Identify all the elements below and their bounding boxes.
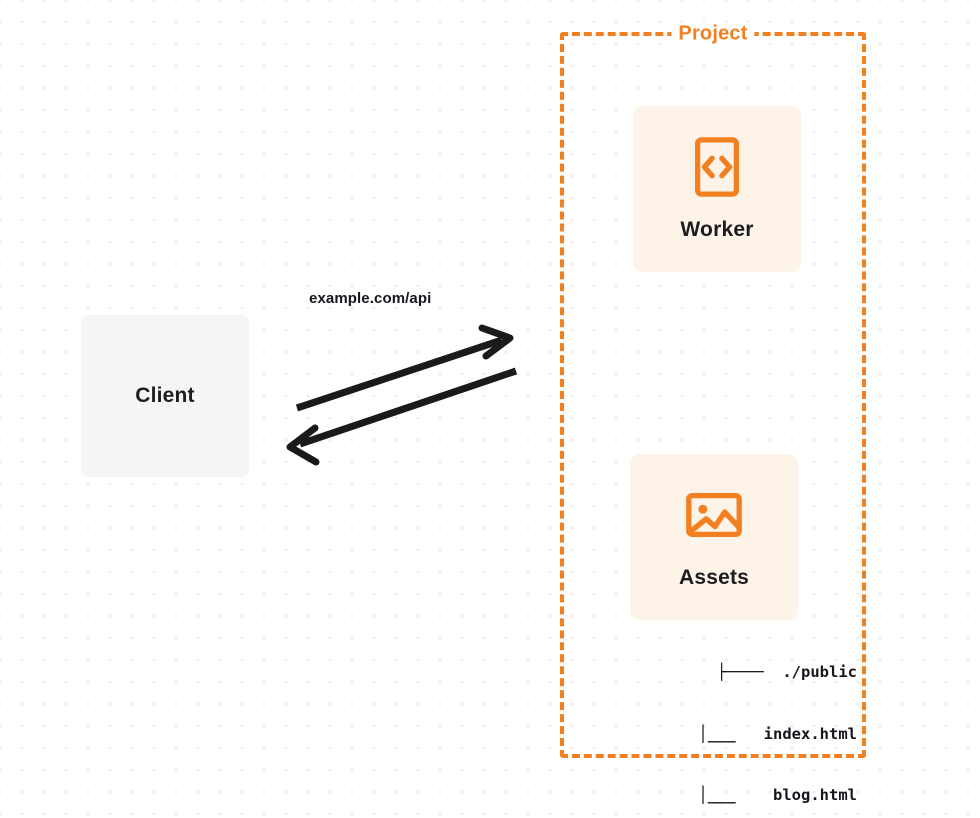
image-icon <box>686 492 742 538</box>
request-arrow <box>295 324 514 412</box>
code-brackets-icon <box>694 137 740 197</box>
file-tree-row: │___ blog.html <box>661 786 857 804</box>
client-label: Client <box>135 384 195 407</box>
response-arrow <box>286 367 518 466</box>
worker-label: Worker <box>680 218 754 241</box>
assets-label: Assets <box>678 566 750 589</box>
project-title: Project <box>671 22 755 46</box>
assets-card[interactable]: Assets <box>630 454 798 620</box>
file-tree: ├──── ./public │___ index.html │___ blog… <box>612 621 857 818</box>
client-node[interactable]: Client <box>81 315 249 477</box>
file-tree-row: │___ index.html <box>661 724 857 743</box>
connection-label: example.com/api <box>309 290 432 307</box>
project-container: Project Worker Assets ├──── ./public │__… <box>560 22 866 804</box>
worker-card[interactable]: Worker <box>633 106 801 272</box>
file-tree-row: ├──── ./public <box>717 663 857 681</box>
